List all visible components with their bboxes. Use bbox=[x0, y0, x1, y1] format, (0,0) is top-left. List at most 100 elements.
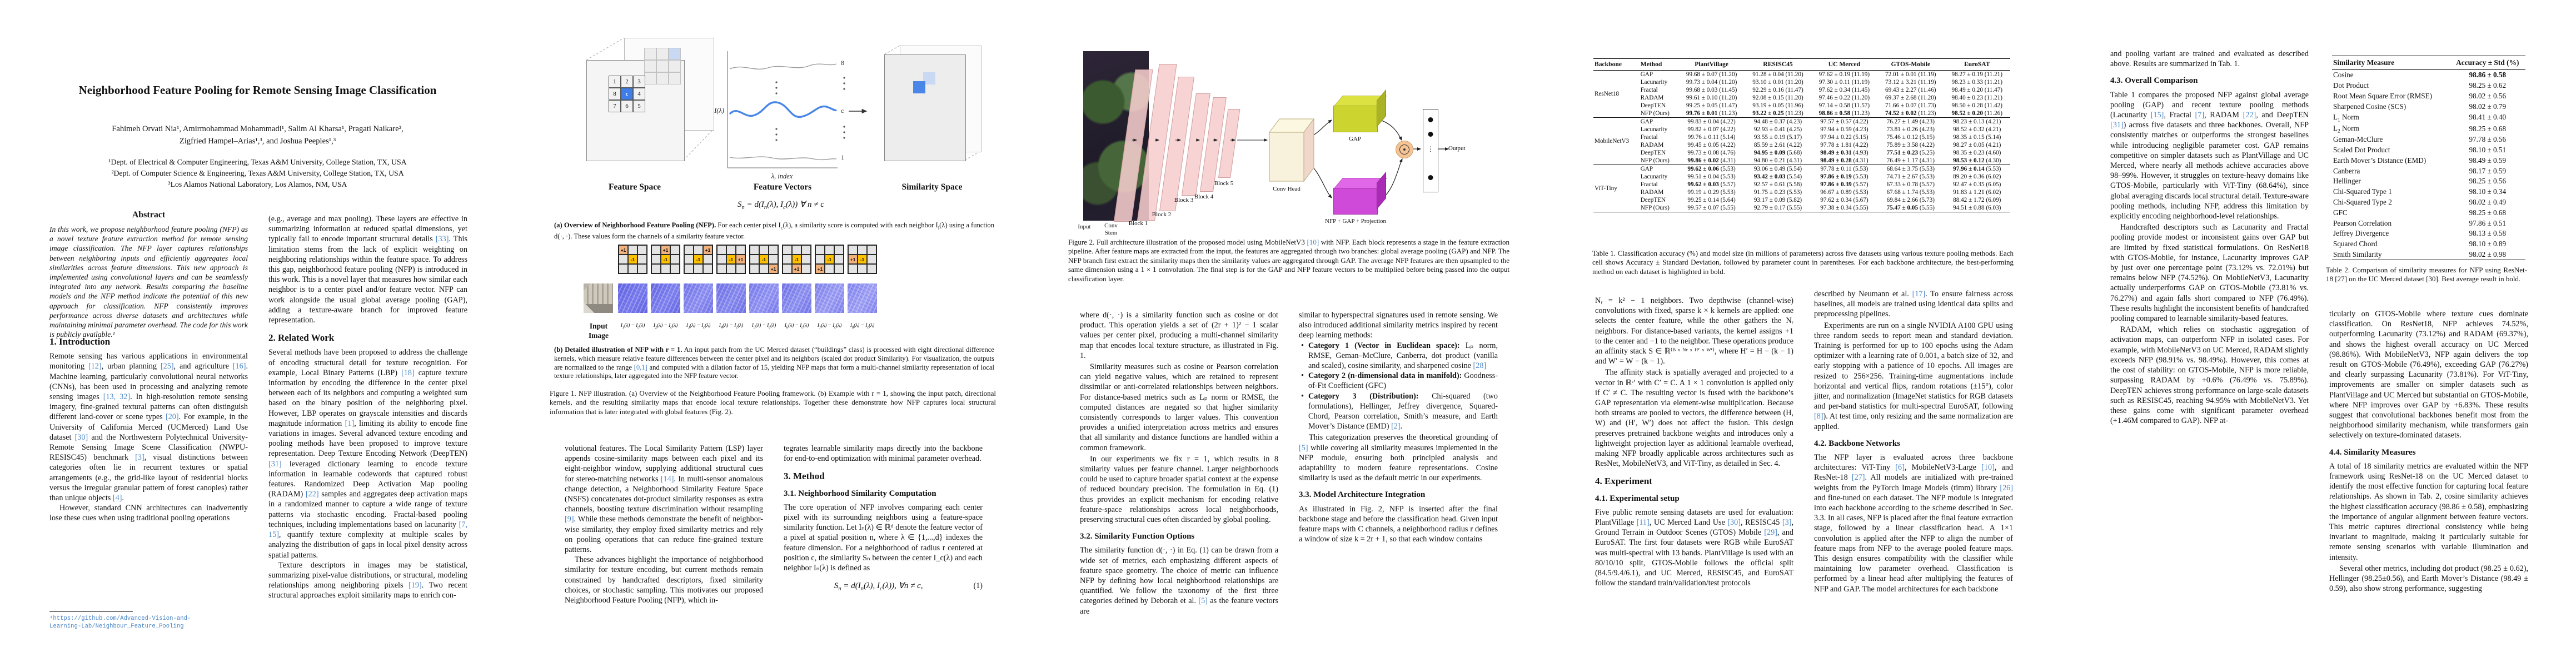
citation-link[interactable]: [5] bbox=[1198, 596, 1208, 606]
citation-link[interactable]: [14] bbox=[660, 474, 674, 484]
citation-link[interactable]: [19] bbox=[408, 581, 422, 590]
citation-link[interactable]: [20] bbox=[165, 412, 179, 422]
citation-link[interactable]: [25] bbox=[160, 362, 174, 371]
paragraph: Five public remote sensing datasets are … bbox=[1595, 507, 1793, 588]
citation-link[interactable]: [31] bbox=[268, 459, 282, 469]
method-cell: NFP (Ours) bbox=[1640, 110, 1670, 117]
tick-1: 1 bbox=[841, 153, 844, 161]
similarity-map-label: I7(λ) − Ic(λ) bbox=[817, 322, 842, 330]
citation-link[interactable]: [4] bbox=[112, 494, 122, 503]
kernel-cell bbox=[834, 264, 844, 273]
paragraph: similar to hyperspectral signatures used… bbox=[1299, 311, 1498, 340]
measure-cell: Cosine bbox=[2333, 71, 2354, 79]
affiliation-3: ³Los Alamos National Laboratory, Los Ala… bbox=[168, 180, 347, 188]
x-axis-label: λ, index bbox=[771, 172, 793, 180]
citation-link[interactable]: [30] bbox=[74, 432, 88, 442]
method-cell: Lacunarity bbox=[1640, 79, 1668, 86]
citation-link[interactable]: [22] bbox=[305, 490, 319, 499]
accuracy-cell: 98.02 ± 0.56 bbox=[2469, 91, 2507, 100]
citation-link[interactable]: [10] bbox=[1981, 463, 1995, 472]
accuracy-cell: 75.47 ± 0.05 (5.55) bbox=[1886, 205, 1935, 211]
column-header: UC Merced bbox=[1811, 58, 1878, 71]
citation-link[interactable]: [10] bbox=[1307, 238, 1319, 246]
measure-cell: Jeffrey Divergence bbox=[2333, 229, 2389, 238]
citation-link[interactable]: [26] bbox=[2000, 483, 2013, 492]
similarity-map-label: I1(λ) − Ic(λ) bbox=[620, 322, 645, 330]
measure-cell: Canberra bbox=[2333, 166, 2360, 175]
citation-link[interactable]: [30] bbox=[1727, 518, 1741, 527]
kernel-cell bbox=[815, 255, 825, 264]
measure-cell: L2 Norm bbox=[2333, 123, 2359, 134]
citation-link[interactable]: [7] bbox=[2195, 111, 2205, 120]
accuracy-cell: 92.79 ± 0.17 (5.55) bbox=[1753, 205, 1802, 211]
method-cell: GAP bbox=[1639, 117, 1678, 126]
kernel-cell bbox=[867, 255, 876, 264]
citation-link[interactable]: [1] bbox=[345, 419, 355, 428]
citation-link[interactable]: [17] bbox=[1912, 290, 1926, 298]
accuracy-cell: 98.86 ± 0.58 bbox=[2469, 71, 2507, 79]
similarity-map bbox=[716, 283, 746, 313]
accuracy-cell: 94.48 ± 0.37 (4.23) bbox=[1745, 117, 1811, 126]
accuracy-cell: 98.50 ± 0.28 (11.42) bbox=[1951, 102, 2003, 109]
citation-link[interactable]: [3] bbox=[135, 453, 145, 462]
paragraph: (e.g., average and max pooling). These l… bbox=[268, 215, 468, 325]
figure-1a-caption: (a) Overview of Neighborhood Feature Poo… bbox=[554, 221, 994, 241]
citation-link[interactable]: [28] bbox=[1473, 361, 1487, 371]
citation-link[interactable]: [27] bbox=[1851, 473, 1865, 482]
paragraph: Texture descriptors in images may be sta… bbox=[268, 560, 467, 600]
accuracy-cell: 93.06 ± 0.49 (5.54) bbox=[1745, 165, 1811, 173]
column-header: PlantVillage bbox=[1678, 58, 1745, 71]
figure-2-arrows bbox=[1132, 118, 1449, 201]
accuracy-cell: 98.27 ± 0.05 (4.21) bbox=[1953, 142, 2001, 148]
method-cell: RADAM bbox=[1640, 142, 1664, 148]
block-5-label: Block 5 bbox=[1214, 180, 1234, 187]
accuracy-cell: 97.57 ± 0.57 (4.22) bbox=[1811, 117, 1878, 126]
citation-link[interactable]: [7, 15] bbox=[268, 520, 467, 540]
footnote-link[interactable]: ¹https://github.com/Advanced-Vision-and-… bbox=[49, 615, 191, 630]
citation-link[interactable]: [16] bbox=[232, 362, 246, 371]
minus-one-cell: -1 bbox=[792, 255, 801, 264]
citation-link[interactable]: [12] bbox=[88, 362, 102, 371]
paragraph: described by Neumann et al. [17]. To ens… bbox=[1814, 290, 2013, 319]
citation-link[interactable]: [0,1] bbox=[634, 363, 647, 371]
citation-link[interactable]: [15] bbox=[2150, 111, 2164, 120]
kernel-cell bbox=[792, 245, 801, 255]
citation-link[interactable]: [3] bbox=[1782, 518, 1792, 527]
citation-link[interactable]: [29] bbox=[1764, 528, 1777, 537]
accuracy-cell: 97.78 ± 0.11 (5.53) bbox=[1811, 165, 1878, 173]
accuracy-cell: 97.86 ± 0.51 bbox=[2469, 218, 2507, 227]
accuracy-cell: 98.49 ± 0.59 bbox=[2469, 156, 2507, 165]
paragraph: Experiments are run on a single NVIDIA A… bbox=[1814, 321, 2013, 431]
kernel-cell bbox=[736, 245, 745, 255]
citation-link[interactable]: [5] bbox=[1299, 443, 1308, 452]
figure-1a-equation: Sn = d(In(λ), Ic(λ)) ∀ n ≠ c bbox=[738, 200, 824, 211]
setup-heading: 4.1. Experimental setup bbox=[1595, 494, 1680, 503]
citation-link[interactable]: [18] bbox=[401, 368, 415, 377]
citation-link[interactable]: [33] bbox=[435, 235, 449, 244]
citation-link[interactable]: [8] bbox=[1814, 412, 1823, 421]
citation-link[interactable]: [9] bbox=[565, 515, 574, 524]
citation-link[interactable]: [13, 32] bbox=[103, 392, 131, 402]
citation-link[interactable]: [11] bbox=[1636, 518, 1650, 527]
y-axis-label: I(λ) bbox=[714, 107, 724, 115]
conv-head-label: Conv Head bbox=[1273, 186, 1301, 192]
citation-link[interactable]: [6] bbox=[1895, 463, 1905, 472]
accuracy-cell: 99.62 ± 0.03 (5.57) bbox=[1687, 181, 1736, 188]
kernel-cell bbox=[783, 245, 792, 255]
citation-link[interactable]: [22] bbox=[2243, 111, 2256, 120]
accuracy-cell: 98.23 ± 0.33 (11.21) bbox=[1951, 79, 2003, 86]
gap-label: GAP bbox=[1348, 136, 1361, 142]
citation-link[interactable]: [31] bbox=[2110, 121, 2124, 130]
neighbor-cell: 4 bbox=[633, 88, 645, 100]
neighbor-cell: 2 bbox=[621, 76, 633, 88]
citation-link[interactable]: [2] bbox=[1391, 422, 1401, 431]
accuracy-cell: 98.25 ± 0.68 bbox=[2469, 208, 2507, 217]
